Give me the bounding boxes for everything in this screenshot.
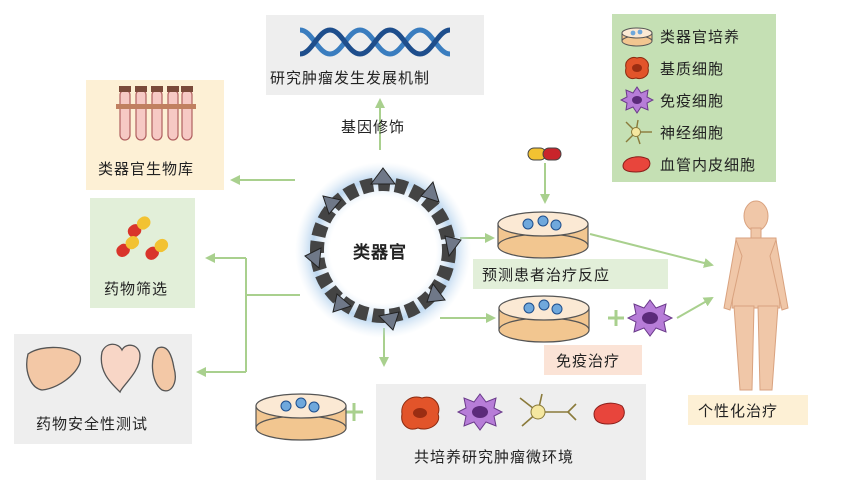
legend-item: 类器官培养 — [620, 22, 770, 50]
legend-panel: 类器官培养 基质细胞 免疫细胞 神经细胞 血管内皮细胞 — [612, 14, 776, 182]
stromal-cell-icon — [625, 57, 649, 79]
predict-response-box: 预测患者治疗反应 — [473, 259, 668, 289]
organoid-label: 类器官 — [353, 243, 407, 263]
capsule-icon — [527, 147, 562, 161]
coculture-label: 共培养研究肿瘤微环境 — [414, 448, 575, 466]
safety-test-label: 药物安全性测试 — [36, 415, 149, 433]
immune-cell-icon — [626, 299, 674, 337]
capsules-icon — [116, 216, 169, 260]
culture-dish-predict-icon — [497, 211, 589, 259]
organoid-ring-icon — [295, 162, 471, 338]
predict-response-label: 预测患者治疗反应 — [482, 266, 611, 284]
tumor-mechanism-label: 研究肿瘤发生发展机制 — [270, 69, 431, 87]
coculture-box: 共培养研究肿瘤微环境 — [376, 384, 646, 480]
legend-label: 免疫细胞 — [660, 92, 725, 110]
drug-screening-box: 药物筛选 — [90, 198, 195, 308]
biobank-label: 类器官生物库 — [98, 160, 195, 178]
immune-cell-icon — [620, 86, 654, 114]
test-tube-rack-icon — [116, 86, 196, 141]
legend-item: 神经细胞 — [620, 118, 770, 146]
culture-dish-icon — [621, 27, 653, 47]
tumor-mechanism-box: 研究肿瘤发生发展机制 — [266, 15, 484, 95]
personalized-therapy-box: 个性化治疗 — [688, 395, 808, 425]
organs-icon — [26, 343, 176, 394]
immunotherapy-label: 免疫治疗 — [556, 352, 621, 370]
culture-dish-coculture-icon — [255, 393, 347, 441]
neuron-icon — [625, 119, 652, 145]
legend-label: 基质细胞 — [660, 60, 725, 78]
legend-item: 基质细胞 — [620, 54, 770, 82]
endothelial-cell-icon — [622, 156, 651, 173]
personalized-therapy-label: 个性化治疗 — [698, 402, 779, 420]
legend-label: 类器官培养 — [660, 28, 741, 46]
legend-label: 神经细胞 — [660, 124, 725, 142]
dna-helix-icon — [300, 27, 450, 57]
legend-label: 血管内皮细胞 — [660, 156, 757, 174]
safety-test-box: 药物安全性测试 — [14, 334, 192, 444]
gene-editing-label: 基因修饰 — [341, 118, 406, 136]
cell-types-row-icon — [401, 393, 625, 431]
culture-dish-immune-icon — [498, 295, 590, 343]
legend-item: 血管内皮细胞 — [620, 150, 770, 178]
human-body-icon — [723, 200, 789, 391]
immunotherapy-box: 免疫治疗 — [544, 345, 642, 375]
legend-item: 免疫细胞 — [620, 86, 770, 114]
biobank-box: 类器官生物库 — [86, 80, 224, 190]
drug-screening-label: 药物筛选 — [104, 280, 169, 298]
